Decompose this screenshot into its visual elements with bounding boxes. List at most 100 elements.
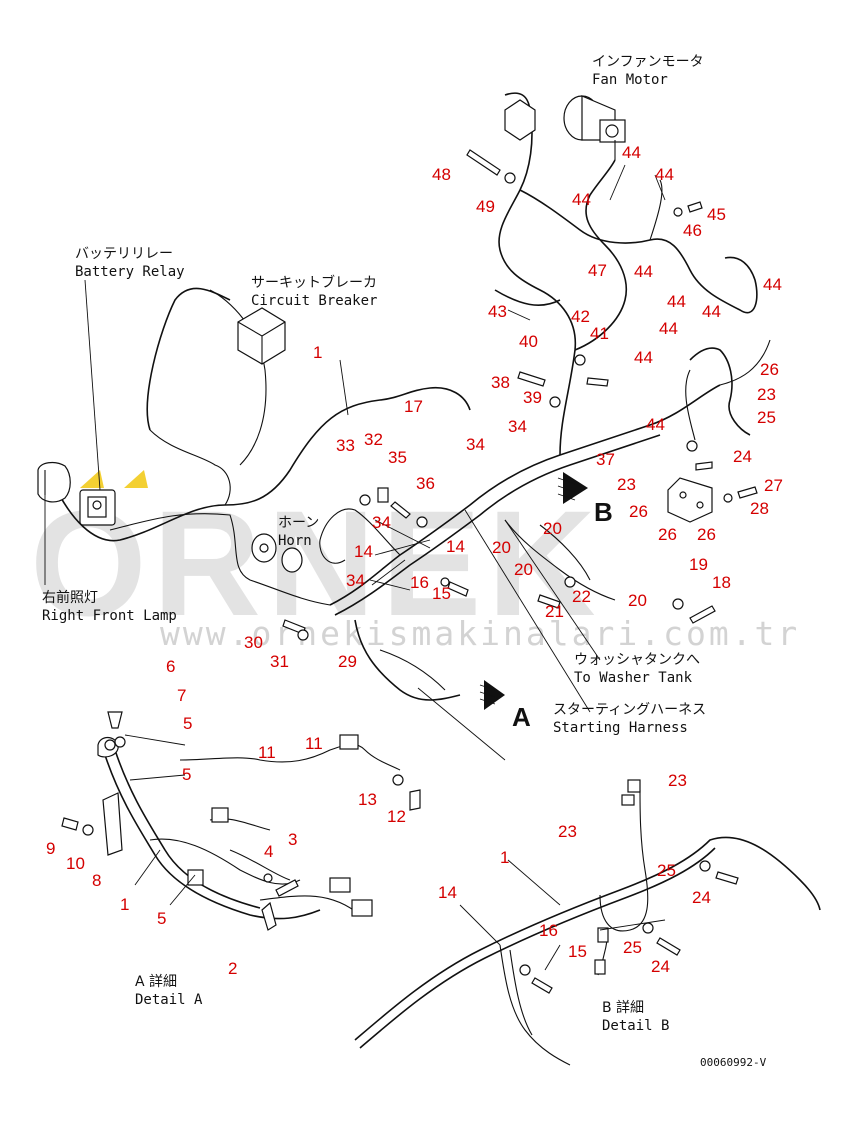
part-number: 3 [288,830,297,849]
part-number: 20 [543,519,562,538]
watermark-accent-2 [124,470,148,488]
starting-harness-label-jp: スターティングハーネス [553,702,706,718]
part-number: 29 [338,652,357,671]
part-number: 38 [491,373,510,392]
circuit-breaker-icon [237,307,286,365]
part-number: 21 [545,602,564,621]
leader-lines [44,164,666,971]
part-number: 24 [692,888,711,907]
part-number: 43 [488,302,507,321]
part-number: 39 [523,388,542,407]
view-arrow-b [557,472,588,504]
part-number: 40 [519,332,538,351]
part-number: 32 [364,430,383,449]
part-number: 42 [571,307,590,326]
washer-tank-label-en: To Washer Tank [574,670,693,686]
component-labels: インファンモータ Fan Motor バッテリリレー Battery Relay… [42,54,767,1069]
right-front-lamp-icon [37,461,71,503]
part-number: 20 [492,538,511,557]
part-number: 15 [432,584,451,603]
part-number: 27 [764,476,783,495]
part-number: 12 [387,807,406,826]
fan-motor-label-jp: インファンモータ [592,54,704,70]
circuit-breaker-label-jp: サーキットブレーカ [251,274,377,291]
detail-a-label-jp: A 詳細 [135,974,177,990]
part-number: 5 [183,714,192,733]
battery-relay-label-en: Battery Relay [75,264,185,280]
fan-motor-icon [563,95,626,160]
part-number: 45 [707,205,726,224]
part-number: 19 [689,555,708,574]
part-number: 11 [258,743,276,762]
horn-icon [251,533,303,573]
part-number: 4 [264,842,273,861]
part-number: 2 [228,959,237,978]
part-number: 34 [372,513,391,532]
part-number: 34 [466,435,485,454]
detail-b [354,779,821,1066]
part-number: 24 [651,957,670,976]
part-number-labels: 48 49 44 44 44 45 46 47 43 44 44 44 44 4… [46,143,783,978]
detail-b-label-jp: B 詳細 [602,1000,644,1016]
detail-a-label-en: Detail A [135,992,203,1008]
part-number: 44 [655,165,674,184]
view-label-a: A [512,702,531,732]
part-number: 35 [388,448,407,467]
part-number: 23 [558,822,577,841]
watermark-brand: ORNEK [30,479,602,647]
view-arrow-a [479,680,505,710]
part-number: 13 [358,790,377,809]
part-number: 25 [657,861,676,880]
part-number: 44 [646,415,665,434]
part-number: 44 [702,302,721,321]
part-number: 8 [92,871,101,890]
part-number: 30 [244,633,263,652]
part-number: 10 [66,854,85,873]
part-number: 48 [432,165,451,184]
part-number: 26 [658,525,677,544]
detail-a [61,711,421,931]
right-front-lamp-label-en: Right Front Lamp [42,608,177,624]
part-number: 34 [346,571,365,590]
part-number: 16 [539,921,558,940]
part-number: 25 [757,408,776,427]
part-number: 44 [622,143,641,162]
bracket-b-icon [667,477,713,523]
part-number: 26 [697,525,716,544]
part-number: 23 [617,475,636,494]
part-number: 37 [596,450,615,469]
part-number: 36 [416,474,435,493]
part-number: 41 [590,324,609,343]
part-number: 5 [157,909,166,928]
starting-harness-label-en: Starting Harness [553,720,688,736]
part-number: 1 [120,895,129,914]
part-number: 44 [659,319,678,338]
part-number: 26 [629,502,648,521]
part-number: 46 [683,221,702,240]
part-number: 14 [354,542,373,561]
part-number: 44 [634,262,653,281]
part-number: 49 [476,197,495,216]
battery-relay-label-jp: バッテリリレー [75,246,173,262]
battery-relay-icon [79,489,116,526]
part-number: 26 [760,360,779,379]
part-number: 28 [750,499,769,518]
part-number: 47 [588,261,607,280]
part-number: 44 [572,190,591,209]
main-harness [51,92,771,701]
part-number: 1 [500,848,509,867]
view-label-b: B [594,497,613,527]
part-number: 9 [46,839,55,858]
watermark-accent [80,470,104,488]
part-number: 44 [763,275,782,294]
part-number: 23 [668,771,687,790]
part-number: 22 [572,587,591,606]
right-front-lamp-label-jp: 右前照灯 [42,589,98,606]
circuit-breaker-label-en: Circuit Breaker [251,293,377,309]
part-number: 14 [446,537,465,556]
relay-box-icon [504,99,536,141]
part-number: 24 [733,447,752,466]
horn-label-jp: ホーン [278,515,319,531]
part-number: 34 [508,417,527,436]
